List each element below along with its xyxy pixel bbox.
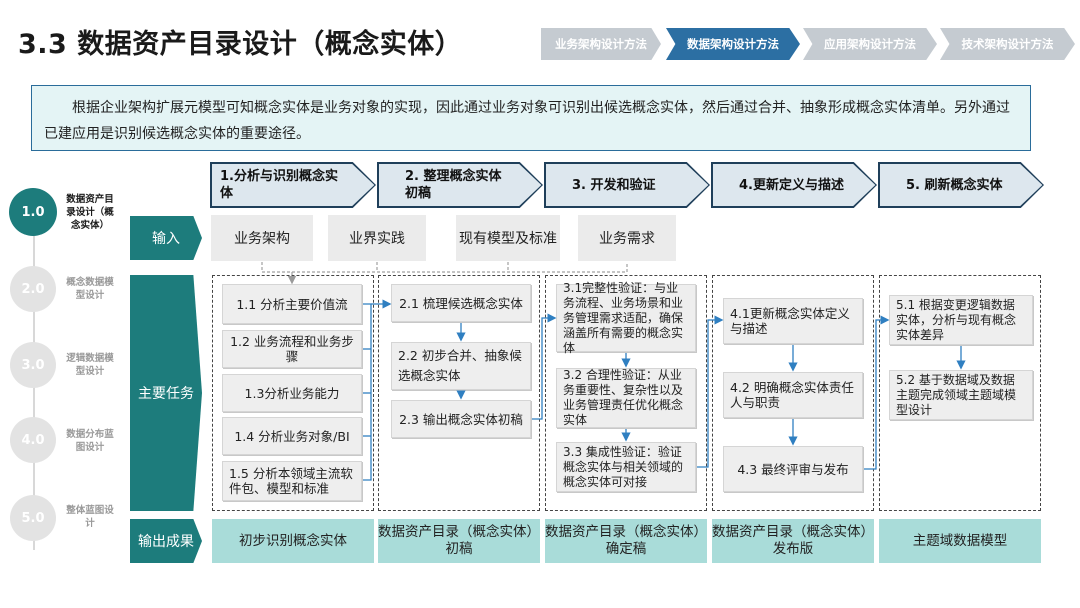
task-2-1: 2.1 梳理候选概念实体 <box>391 284 531 322</box>
task-3-2: 3.2 合理性验证：从业务重要性、复杂性以及业务管理责任优化概念实体 <box>556 368 696 428</box>
stage-3-label: 逻辑数据模型设计 <box>66 353 114 377</box>
architecture-nav: 业务架构设计方法 数据架构设计方法 应用架构设计方法 技术架构设计方法 <box>541 28 1076 60</box>
stage-1-label: 数据资产目录设计（概念实体） <box>66 194 114 231</box>
input-business-architecture: 业务架构 <box>211 215 313 261</box>
input-existing-models: 现有模型及标准 <box>456 215 560 261</box>
stage-5-circle[interactable]: 5.0 <box>10 495 56 541</box>
task-1-2: 1.2 业务流程和业务步骤 <box>222 330 362 368</box>
phase-4-arrow: 4.更新定义与描述 <box>711 162 877 208</box>
phase-2-arrow: 2. 整理概念实体初稿 <box>377 162 543 208</box>
stage-3-circle[interactable]: 3.0 <box>10 342 56 388</box>
task-5-1: 5.1 根据变更逻辑数据实体，分析与现有概念实体差异 <box>889 295 1033 345</box>
intro-text: 根据企业架构扩展元模型可知概念实体是业务对象的实现，因此通过业务对象可识别出候选… <box>31 85 1031 151</box>
task-3-1: 3.1完整性验证：与业务流程、业务场景和业务管理需求适配，确保涵盖所有需要的概念… <box>556 281 696 355</box>
task-1-4: 1.4 分析业务对象/BI <box>222 417 362 455</box>
stage-2-circle[interactable]: 2.0 <box>10 266 56 312</box>
task-4-2: 4.2 明确概念实体责任人与职责 <box>723 372 863 418</box>
phase-2-label: 2. 整理概念实体初稿 <box>405 169 502 201</box>
phase-5-label: 5. 刷新概念实体 <box>906 177 1003 193</box>
stage-2-label: 概念数据模型设计 <box>66 277 114 301</box>
nav-technology-architecture[interactable]: 技术架构设计方法 <box>940 28 1075 60</box>
task-1-5: 1.5 分析本领域主流软件包、模型和标准 <box>222 461 362 501</box>
stage-1-circle[interactable]: 1.0 <box>9 188 57 236</box>
task-2-2: 2.2 初步合并、抽象候选概念实体 <box>391 342 531 390</box>
output-5: 主题域数据模型 <box>879 519 1041 563</box>
row-label-input: 输入 <box>130 216 202 260</box>
phase-3-label: 3. 开发和验证 <box>572 177 656 193</box>
stage-4-circle[interactable]: 4.0 <box>10 417 56 463</box>
input-business-requirements: 业务需求 <box>578 215 676 261</box>
output-1: 初步识别概念实体 <box>212 519 374 563</box>
task-3-3: 3.3 集成性验证：验证概念实体与相关领域的概念实体可对接 <box>556 442 696 492</box>
output-2: 数据资产目录（概念实体）初稿 <box>378 519 540 563</box>
stage-4-label: 数据分布蓝图设计 <box>66 429 114 453</box>
phase-1-label: 1.分析与识别概念实体 <box>220 169 338 201</box>
nav-application-architecture[interactable]: 应用架构设计方法 <box>803 28 937 60</box>
input-industry-practice: 业界实践 <box>328 215 426 261</box>
task-group-1 <box>212 275 374 511</box>
task-4-3: 4.3 最终评审与发布 <box>723 446 863 492</box>
output-4: 数据资产目录（概念实体）发布版 <box>712 519 874 563</box>
phase-4-label: 4.更新定义与描述 <box>739 177 844 193</box>
task-1-1: 1.1 分析主要价值流 <box>222 284 362 324</box>
page-title: 3.3 数据资产目录设计（概念实体） <box>18 29 463 60</box>
phase-1-arrow: 1.分析与识别概念实体 <box>210 162 376 208</box>
row-label-tasks: 主要任务 <box>130 275 202 511</box>
phase-5-arrow: 5. 刷新概念实体 <box>878 162 1044 208</box>
task-4-1: 4.1更新概念实体定义与描述 <box>723 298 863 344</box>
row-label-output: 输出成果 <box>130 519 202 563</box>
output-3: 数据资产目录（概念实体）确定稿 <box>545 519 707 563</box>
task-5-2: 5.2 基于数据域及数据主题完成领域主题域模型设计 <box>889 370 1033 420</box>
phase-3-arrow: 3. 开发和验证 <box>544 162 710 208</box>
stage-5-label: 整体蓝图设计 <box>66 505 114 529</box>
nav-business-architecture[interactable]: 业务架构设计方法 <box>541 28 661 60</box>
task-2-3: 2.3 输出概念实体初稿 <box>391 400 531 438</box>
nav-data-architecture[interactable]: 数据架构设计方法 <box>666 28 800 60</box>
task-1-3: 1.3分析业务能力 <box>222 374 362 412</box>
